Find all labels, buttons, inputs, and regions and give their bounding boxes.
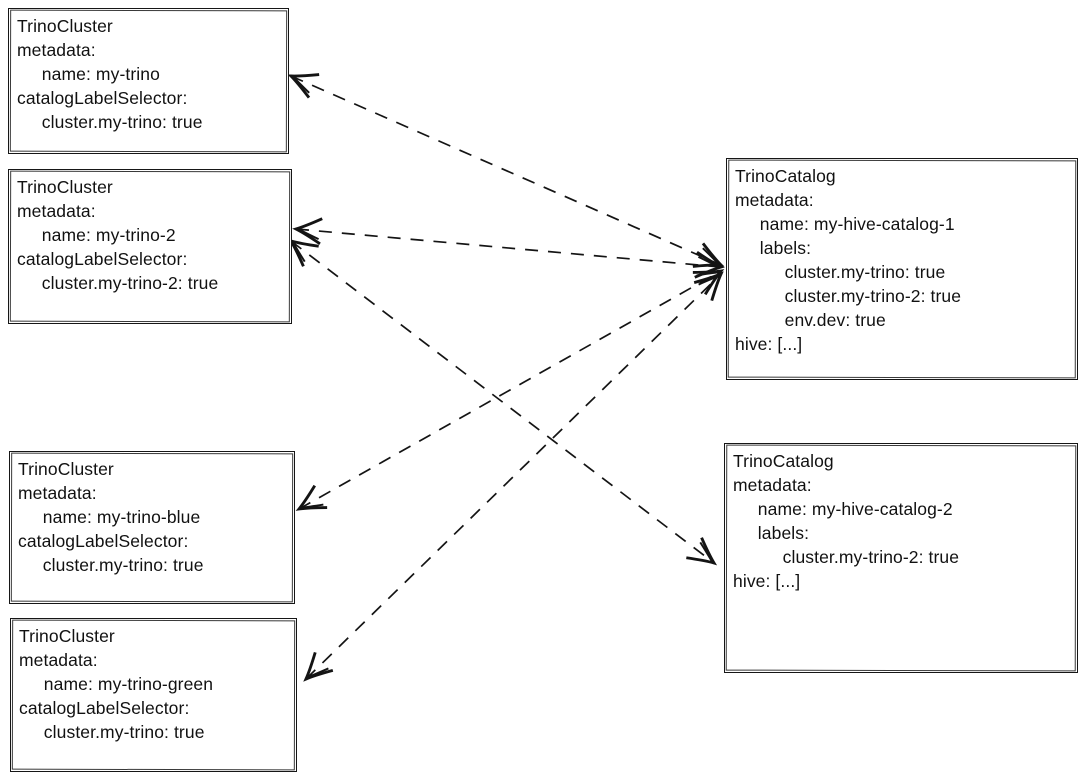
yaml-line: name: my-hive-catalog-1 <box>735 214 955 234</box>
yaml-line: name: my-trino-2 <box>17 225 176 245</box>
node-trinocatalog-my-hive-catalog-2: TrinoCatalog metadata: name: my-hive-cat… <box>724 443 1078 673</box>
yaml-line: name: my-trino-blue <box>18 507 201 527</box>
node-title: TrinoCluster <box>18 459 114 479</box>
yaml-line: metadata: <box>19 650 98 670</box>
edge-my-trino-to-my-hive-catalog-1 <box>287 73 725 268</box>
yaml-line: catalogLabelSelector: <box>19 698 190 718</box>
yaml-line: metadata: <box>18 483 97 503</box>
yaml-line: metadata: <box>17 40 96 60</box>
node-trinocluster-my-trino-green: TrinoCluster metadata: name: my-trino-gr… <box>10 618 297 772</box>
yaml-line: catalogLabelSelector: <box>18 531 189 551</box>
yaml-line: env.dev: true <box>735 310 886 330</box>
node-title: TrinoCluster <box>17 177 113 197</box>
yaml-line: cluster.my-trino: true <box>19 722 205 742</box>
node-title: TrinoCatalog <box>735 166 836 186</box>
edge-my-trino-green-to-my-hive-catalog-1 <box>303 271 724 682</box>
yaml-line: catalogLabelSelector: <box>17 249 188 269</box>
yaml-line: name: my-hive-catalog-2 <box>733 499 953 519</box>
node-title: TrinoCluster <box>17 16 113 36</box>
yaml-line: cluster.my-trino: true <box>17 112 203 132</box>
yaml-line: metadata: <box>17 201 96 221</box>
edge-my-trino-blue-to-my-hive-catalog-1 <box>295 269 725 511</box>
edge-my-trino-2-to-my-hive-catalog-1 <box>292 217 725 279</box>
node-trinocatalog-my-hive-catalog-1: TrinoCatalog metadata: name: my-hive-cat… <box>726 158 1078 380</box>
yaml-line: name: my-trino <box>17 64 160 84</box>
node-trinocluster-my-trino-2: TrinoCluster metadata: name: my-trino-2 … <box>8 169 292 324</box>
yaml-line: cluster.my-trino-2: true <box>733 547 960 567</box>
node-trinocluster-my-trino-blue: TrinoCluster metadata: name: my-trino-bl… <box>9 451 295 604</box>
yaml-line: cluster.my-trino-2: true <box>735 286 962 306</box>
yaml-line: hive: [...] <box>733 571 801 591</box>
yaml-line: labels: <box>733 523 810 543</box>
node-trinocluster-my-trino: TrinoCluster metadata: name: my-trino ca… <box>8 8 289 154</box>
node-title: TrinoCatalog <box>733 451 834 471</box>
yaml-line: cluster.my-trino: true <box>18 555 204 575</box>
yaml-line: cluster.my-trino-2: true <box>17 273 219 293</box>
yaml-line: metadata: <box>733 475 812 495</box>
yaml-line: metadata: <box>735 190 814 210</box>
yaml-line: catalogLabelSelector: <box>17 88 188 108</box>
yaml-line: hive: [...] <box>735 334 803 354</box>
node-title: TrinoCluster <box>19 626 115 646</box>
edge-my-trino-2-to-my-hive-catalog-2 <box>287 238 718 566</box>
yaml-line: name: my-trino-green <box>19 674 214 694</box>
yaml-line: labels: <box>735 238 812 258</box>
yaml-line: cluster.my-trino: true <box>735 262 946 282</box>
